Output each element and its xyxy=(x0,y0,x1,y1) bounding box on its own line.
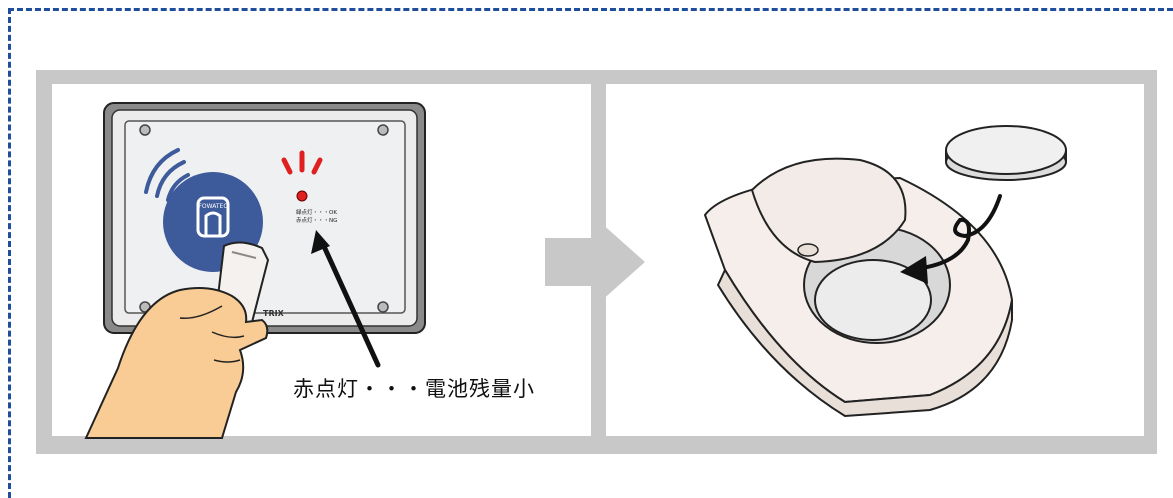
next-step-arrow xyxy=(545,222,645,302)
wireless-signal-icon xyxy=(144,148,190,202)
pointer-arrow xyxy=(311,230,381,368)
reader-device xyxy=(103,102,426,334)
hand-with-key-fob xyxy=(84,241,270,439)
dashed-border-top xyxy=(8,8,1173,11)
led-legend-ng: 赤点灯・・・NG xyxy=(296,216,337,224)
coin-battery xyxy=(945,125,1067,181)
status-led xyxy=(296,190,308,202)
battery-holder xyxy=(703,157,1014,418)
insert-arrow xyxy=(900,194,1002,284)
led-legend-ok: 緑点灯・・・OK xyxy=(296,208,337,216)
led-caption: 赤点灯・・・電池残量小 xyxy=(293,377,535,401)
brand-text: TRIX xyxy=(263,309,285,318)
led-blink-icon xyxy=(281,150,323,175)
device-logo: FOWATEC xyxy=(198,203,227,210)
dashed-border-left xyxy=(8,8,11,498)
